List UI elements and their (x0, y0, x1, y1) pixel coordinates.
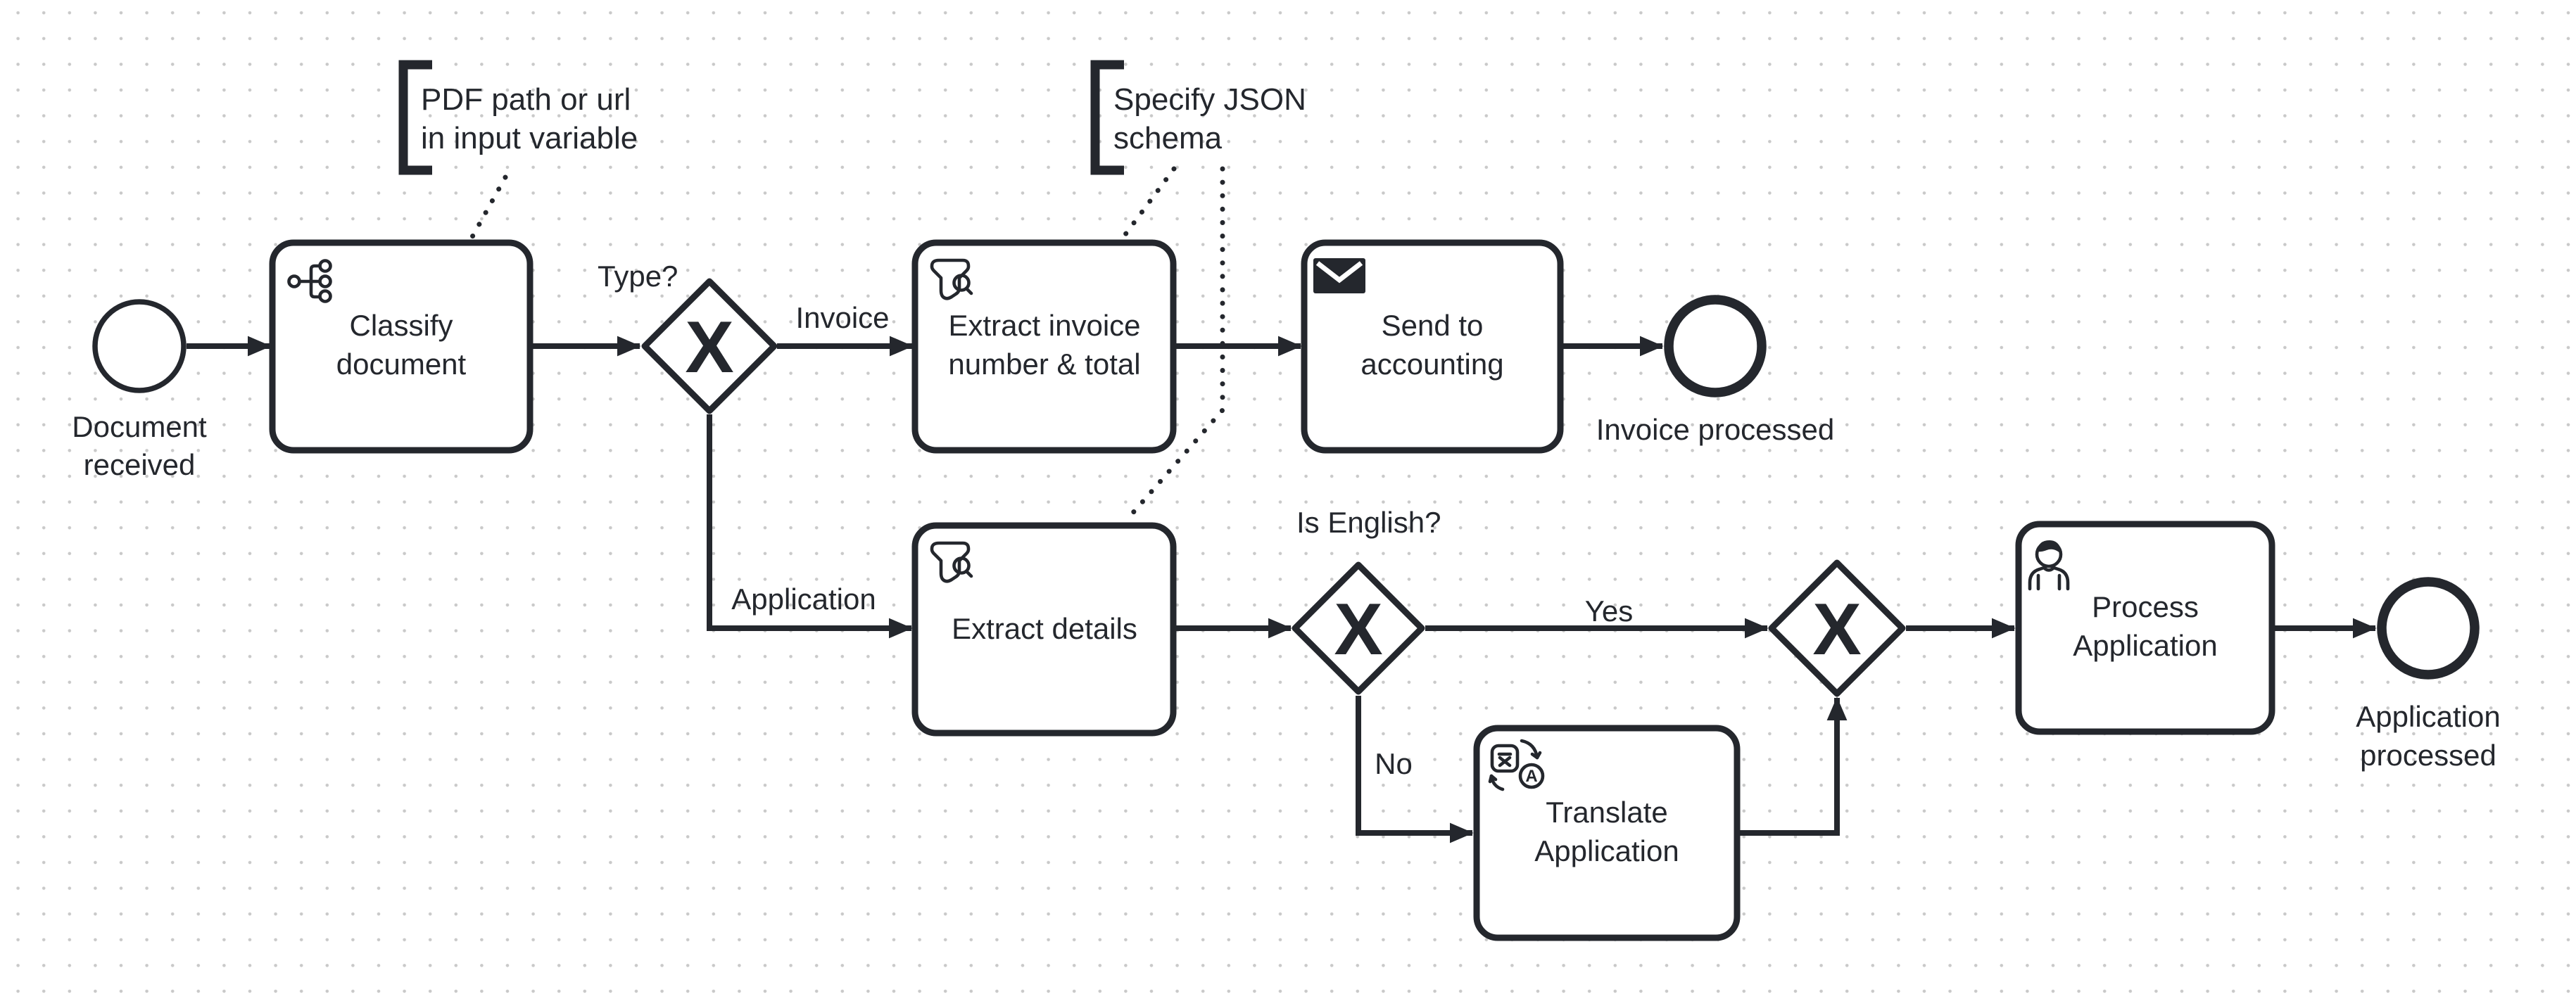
gateway-label: Is English? (1296, 506, 1441, 539)
event-label: Invoice processed (1596, 413, 1835, 446)
task-label: Classify (349, 309, 453, 342)
gateway-type[interactable]: X Type? (598, 260, 778, 414)
task-extract-invoice[interactable]: Extract invoice number & total (911, 239, 1177, 454)
translate-icon: A (1488, 739, 1545, 791)
association-schema-to-extractinvoice[interactable] (1123, 166, 1177, 237)
task-extract-details[interactable]: Extract details (911, 522, 1177, 737)
task-label: Translate (1546, 796, 1668, 829)
start-event-document-received[interactable]: Document received (72, 299, 207, 481)
task-label: Process (2092, 590, 2199, 623)
annotation-bracket (1090, 60, 1124, 175)
event-label: Document (72, 410, 207, 443)
gateway-is-english[interactable]: X Is English? (1292, 506, 1441, 695)
gateway-merge[interactable]: X (1768, 559, 1906, 697)
task-process-application[interactable]: Process Application (2015, 521, 2275, 735)
exclusive-gateway-x-icon: X (685, 307, 733, 388)
flow-application-branch[interactable] (707, 414, 913, 639)
annotation-pdf-input[interactable]: PDF path or url in input variable (398, 60, 638, 175)
task-label: Application (1534, 834, 1679, 867)
task-classify-document[interactable]: Classify document (269, 239, 533, 454)
exclusive-gateway-x-icon: X (1334, 589, 1382, 670)
annotation-json-schema[interactable]: Specify JSON schema (1090, 60, 1306, 175)
task-label: Extract details (952, 612, 1137, 645)
end-event-application-processed[interactable]: Application processed (2356, 577, 2501, 772)
event-label: processed (2360, 739, 2496, 772)
end-event-invoice-processed[interactable]: Invoice processed (1596, 295, 1835, 446)
event-label: Application (2356, 700, 2500, 733)
flow-label-yes: Yes (1585, 594, 1634, 628)
association-pdf-annotation[interactable] (467, 174, 508, 243)
task-label: number & total (948, 348, 1140, 381)
task-send-to-accounting[interactable]: Send to accounting (1301, 239, 1564, 454)
annotation-text: in input variable (421, 121, 638, 155)
task-label: document (336, 348, 467, 381)
task-translate-application[interactable]: A Translate Application (1473, 725, 1741, 941)
user-icon (2028, 540, 2070, 591)
event-label: received (84, 448, 196, 481)
annotation-text: Specify JSON (1113, 82, 1306, 117)
annotation-text: PDF path or url (421, 82, 631, 117)
flow-no-branch[interactable] (1356, 696, 1474, 843)
task-label: Extract invoice (948, 309, 1140, 342)
flow-translate-to-merge[interactable] (1740, 696, 1848, 836)
annotation-text: schema (1113, 121, 1223, 155)
gateway-label: Type? (598, 260, 678, 293)
svg-text:A: A (1525, 767, 1537, 786)
envelope-icon (1313, 258, 1365, 293)
flow-label-invoice: Invoice (795, 301, 889, 334)
exclusive-gateway-x-icon: X (1812, 589, 1861, 670)
task-label: Application (2073, 629, 2217, 662)
flow-label-no: No (1375, 747, 1413, 780)
association-schema-to-extractdetails[interactable] (1123, 166, 1225, 523)
task-label: Send to (1382, 309, 1484, 342)
flow-label-application: Application (731, 582, 876, 616)
decision-tree-icon (287, 259, 332, 303)
task-label: accounting (1360, 348, 1503, 381)
annotation-bracket (398, 60, 432, 175)
